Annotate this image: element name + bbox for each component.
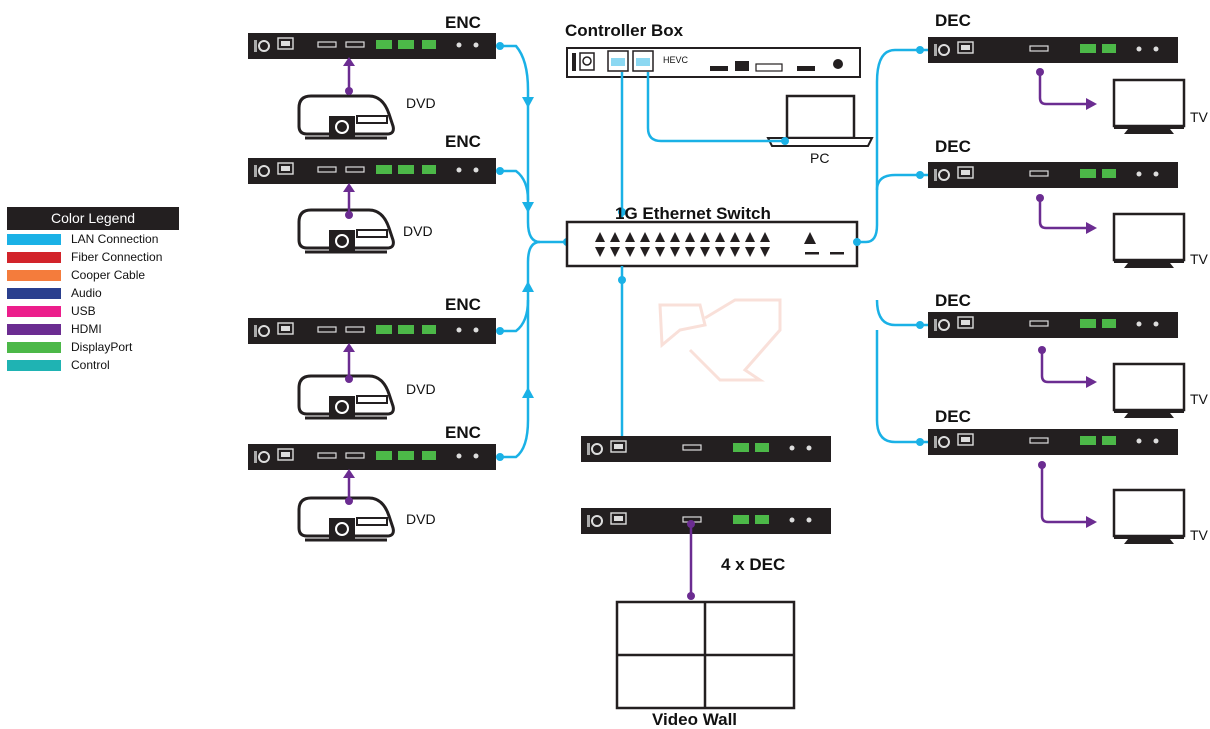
- tv-1: [1112, 78, 1186, 136]
- decoder-4: [927, 428, 1179, 456]
- tv-label-2: TV: [1190, 251, 1209, 267]
- legend-item: Fiber Connection: [7, 248, 179, 266]
- switch-port-up: [700, 232, 710, 242]
- legend-swatch: [7, 233, 61, 245]
- dvd-player-3: [297, 374, 395, 420]
- watermark-logo: [658, 298, 782, 382]
- dec-label-2: DEC: [935, 137, 971, 156]
- ethernet-switch: [565, 220, 859, 268]
- dvd-player-1: [297, 94, 395, 140]
- video-wall-label: Video Wall: [652, 710, 737, 729]
- switch-port-down: [730, 247, 740, 257]
- legend-swatch: [7, 287, 61, 299]
- legend-label: Control: [71, 358, 110, 372]
- legend-swatch: [7, 323, 61, 335]
- switch-port-down: [640, 247, 650, 257]
- switch-port-up: [760, 232, 770, 242]
- switch-port-down: [670, 247, 680, 257]
- controller-box-label: Controller Box: [565, 21, 684, 40]
- enc-label-2: ENC: [445, 132, 481, 151]
- legend-label: Audio: [71, 286, 102, 300]
- dec-label-4: DEC: [935, 407, 971, 426]
- switch-port-up: [640, 232, 650, 242]
- switch-port-down: [625, 247, 635, 257]
- legend-label: Cooper Cable: [71, 268, 146, 282]
- switch-port-up: [730, 232, 740, 242]
- tv-4: [1112, 488, 1186, 546]
- wall-decoder-1: [580, 435, 832, 463]
- legend-item: LAN Connection: [7, 230, 179, 248]
- switch-port-up: [715, 232, 725, 242]
- legend-item: Control: [7, 356, 179, 374]
- legend-label: HDMI: [71, 322, 102, 336]
- switch-port-up: [595, 232, 605, 242]
- dvd-label-4: DVD: [406, 511, 436, 527]
- legend-swatch: [7, 359, 61, 371]
- switch-port-up: [745, 232, 755, 242]
- tv-label-3: TV: [1190, 391, 1209, 407]
- decoder-2: [927, 161, 1179, 189]
- switch-port-down: [700, 247, 710, 257]
- tv-2: [1112, 212, 1186, 270]
- encoder-1: [247, 32, 497, 60]
- switch-label: 1G Ethernet Switch: [615, 204, 771, 223]
- video-wall: [615, 600, 796, 710]
- switch-port-down: [760, 247, 770, 257]
- pc-laptop: [766, 94, 874, 147]
- four-dec-label: 4 x DEC: [721, 555, 785, 574]
- lan-controller-links: [620, 72, 785, 218]
- legend-item: HDMI: [7, 320, 179, 338]
- legend-swatch: [7, 251, 61, 263]
- dvd-label-3: DVD: [406, 381, 436, 397]
- dec-label-3: DEC: [935, 291, 971, 310]
- enc-label-4: ENC: [445, 423, 481, 442]
- legend-item: Audio: [7, 284, 179, 302]
- enc-label-3: ENC: [445, 295, 481, 314]
- switch-port-down: [745, 247, 755, 257]
- color-legend-title: Color Legend: [7, 207, 179, 230]
- legend-label: Fiber Connection: [71, 250, 163, 264]
- decoder-3: [927, 311, 1179, 339]
- hdmi-tv-links: [1038, 72, 1092, 524]
- legend-swatch: [7, 269, 61, 281]
- pc-label: PC: [810, 150, 829, 166]
- dec-label-1: DEC: [935, 11, 971, 30]
- decoder-1: [927, 36, 1179, 64]
- switch-port-down: [655, 247, 665, 257]
- tv-label-4: TV: [1190, 527, 1209, 543]
- switch-port-up: [670, 232, 680, 242]
- encoder-3: [247, 317, 497, 345]
- legend-label: USB: [71, 304, 96, 318]
- switch-port-down: [715, 247, 725, 257]
- lan-decoder-bus: [857, 48, 928, 444]
- switch-port-up: [625, 232, 635, 242]
- tv-label-1: TV: [1190, 109, 1209, 125]
- legend-swatch: [7, 305, 61, 317]
- switch-port-up: [655, 232, 665, 242]
- dvd-player-4: [297, 496, 395, 542]
- legend-item: USB: [7, 302, 179, 320]
- lan-encoder-bus: [500, 44, 567, 459]
- switch-port-down: [595, 247, 605, 257]
- dvd-label-1: DVD: [406, 95, 436, 111]
- switch-port-up: [685, 232, 695, 242]
- wall-decoder-2: [580, 507, 832, 535]
- legend-swatch: [7, 341, 61, 353]
- switch-port-down: [610, 247, 620, 257]
- enc-label-1: ENC: [445, 13, 481, 32]
- controller-box: [566, 47, 861, 78]
- legend-label: LAN Connection: [71, 232, 159, 246]
- tv-3: [1112, 362, 1186, 420]
- encoder-2: [247, 157, 497, 185]
- legend-item: Cooper Cable: [7, 266, 179, 284]
- dvd-label-2: DVD: [403, 223, 433, 239]
- hevc-label: HEVC: [663, 55, 689, 65]
- encoder-4: [247, 443, 497, 471]
- legend-item: DisplayPort: [7, 338, 179, 356]
- legend-label: DisplayPort: [71, 340, 133, 354]
- switch-port-up: [610, 232, 620, 242]
- switch-port-down: [685, 247, 695, 257]
